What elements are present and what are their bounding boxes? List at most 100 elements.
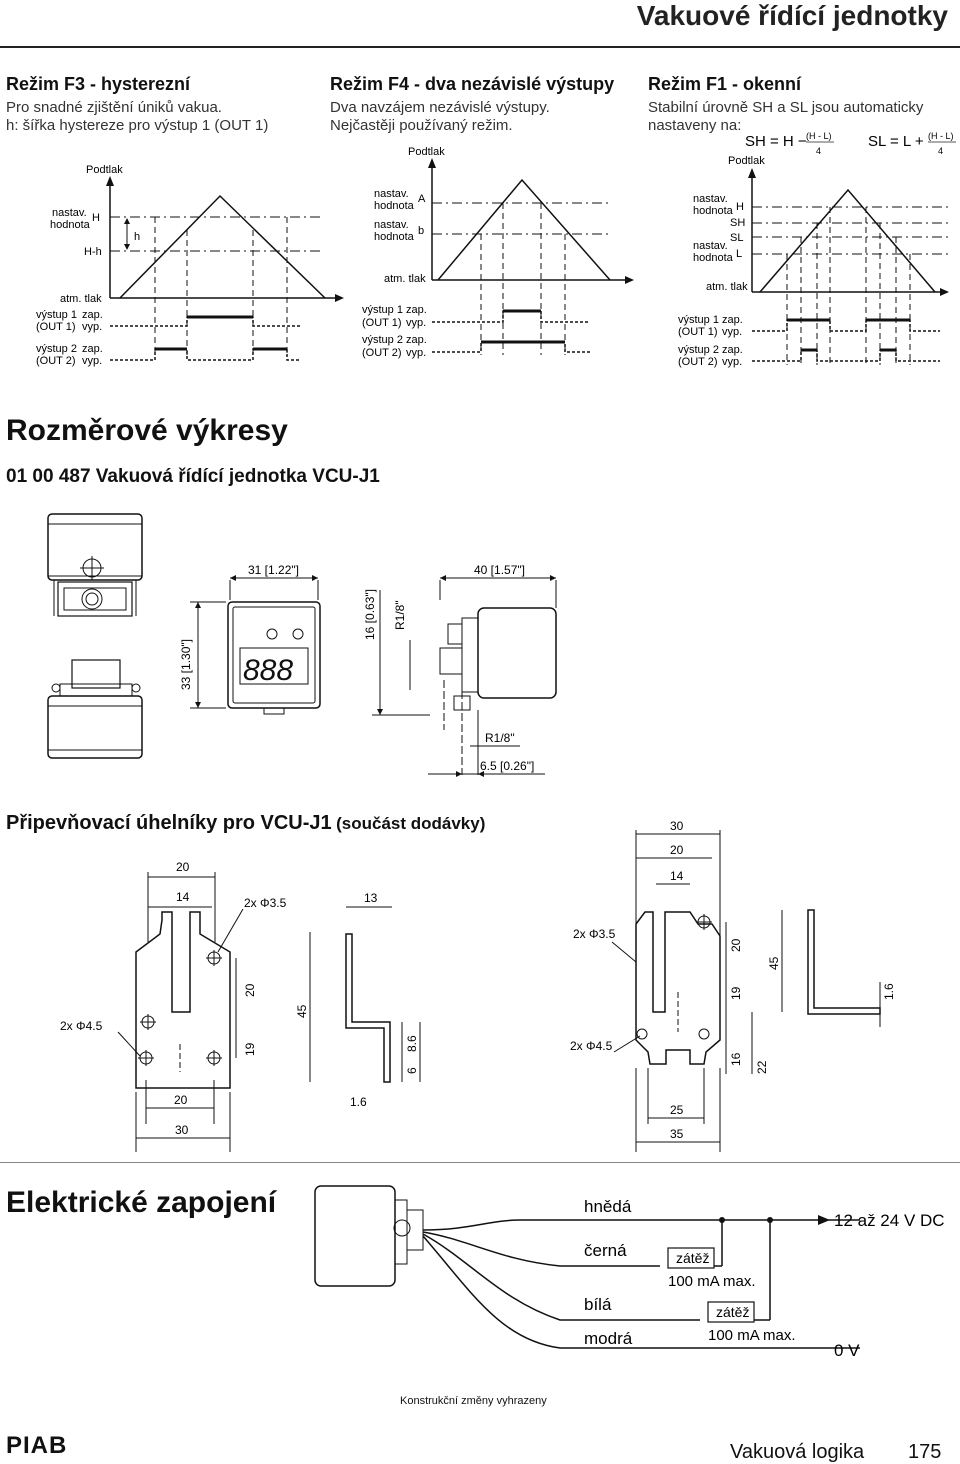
mode-f1-line1: Stabilní úrovně SH a SL jsou automaticky <box>648 99 924 116</box>
brackets-title: Připevňovací úhelníky pro VCU-J1 <box>6 812 332 834</box>
formula-sl-den: 4 <box>938 146 943 156</box>
f3-Hh-label: H-h <box>84 246 102 258</box>
mode-f3-line2: h: šířka hystereze pro výstup 1 (OUT 1) <box>6 117 269 134</box>
f3-vyp2: vyp. <box>82 355 102 367</box>
f3-h-label: h <box>134 231 140 243</box>
wire-blue: modrá <box>584 1329 633 1348</box>
b2-d45: 45 <box>767 956 781 970</box>
b1-hole1: 2x Φ3.5 <box>244 896 287 910</box>
wire-brown: hnědá <box>584 1197 632 1216</box>
f3-out1-label: výstup 1 <box>36 309 77 321</box>
b1-d16: 1.6 <box>350 1095 367 1109</box>
f1-SL-label: SL <box>730 232 743 244</box>
mode-f1-line2: nastaveny na: <box>648 117 742 134</box>
b2-d16: 16 <box>729 1052 743 1066</box>
b1-d14: 14 <box>176 890 190 904</box>
f4-out1-label: výstup 1 <box>362 304 403 316</box>
bracket2-front: 30 20 14 2x Φ3.5 2x Φ4.5 20 19 16 22 25 … <box>570 819 769 1152</box>
brackets-heading: Připevňovací úhelníky pro VCU-J1 (součás… <box>6 812 485 835</box>
b1-d30: 30 <box>175 1123 189 1137</box>
f4-vyp1: vyp. <box>406 317 426 329</box>
f3-out2-code: (OUT 2) <box>36 355 76 367</box>
f4-b-label: b <box>418 225 424 237</box>
dim-width: 31 [1.22"] <box>248 563 299 577</box>
piab-logo: PIAB <box>6 1432 68 1459</box>
footer-section: Vakuová logika <box>730 1441 865 1463</box>
wire-black: černá <box>584 1241 627 1260</box>
f1-atm-label: atm. tlak <box>706 281 748 293</box>
b2-d30: 30 <box>670 819 684 833</box>
f4-out1-code: (OUT 1) <box>362 317 402 329</box>
b2-d35: 35 <box>670 1127 684 1141</box>
f1-zap1: zap. <box>722 314 743 326</box>
b2-d20: 20 <box>670 843 684 857</box>
b2-d25: 25 <box>670 1103 684 1117</box>
page-title: Vakuové řídící jednotky <box>636 0 948 31</box>
load1-label: zátěž <box>676 1250 709 1266</box>
f1-out2-code: (OUT 2) <box>678 356 718 368</box>
f1-hodnota-l: hodnota <box>693 252 734 264</box>
f3-zap2: zap. <box>82 343 103 355</box>
f3-nastav-label: nastav. <box>52 207 87 219</box>
f1-nastav-l: nastav. <box>693 240 728 252</box>
mode-f4-line2: Nejčastěji používaný režim. <box>330 117 513 134</box>
dim-port: 16 [0.63"] <box>363 589 377 640</box>
formula-sh-num: (H - L) <box>806 131 832 141</box>
dim-r18-bottom: R1/8" <box>485 731 515 745</box>
f4-zap2: zap. <box>406 334 427 346</box>
mode-f4-title: Režim F4 - dva nezávislé výstupy <box>330 74 615 94</box>
f4-atm-label: atm. tlak <box>384 273 426 285</box>
b2-d22: 22 <box>755 1060 769 1074</box>
f1-out1-code: (OUT 1) <box>678 326 718 338</box>
mode-diagrams: SH = H − (H - L) 4 SL = L + (H - L) 4 Po… <box>36 131 956 368</box>
dim-height: 33 [1.30"] <box>179 639 193 690</box>
f1-H-label: H <box>736 201 744 213</box>
f1-diagram: Podtlak nastav. hodnota H SH SL nastav. … <box>678 155 950 368</box>
b1-d6: 6 <box>405 1067 419 1074</box>
bracket2-side: 45 1.6 <box>767 909 896 1027</box>
electrical-title: Elektrické zapojení <box>6 1186 277 1219</box>
mode-f4-line1: Dva navzájem nezávislé výstupy. <box>330 99 550 116</box>
f4-out2-label: výstup 2 <box>362 334 403 346</box>
b2-hole2: 2x Φ4.5 <box>570 1039 613 1053</box>
f3-out1-code: (OUT 1) <box>36 321 76 333</box>
f1-vyp1: vyp. <box>722 326 742 338</box>
f4-diagram: Podtlak nastav. hodnota A nastav. hodnot… <box>362 146 634 359</box>
f4-vyp2: vyp. <box>406 347 426 359</box>
formula-sh: SH = H − <box>745 133 807 150</box>
f1-out2-label: výstup 2 <box>678 344 719 356</box>
header-rule <box>0 46 960 48</box>
f4-out2-code: (OUT 2) <box>362 347 402 359</box>
formula-sl-num: (H - L) <box>928 131 954 141</box>
device-side-view: 16 [0.63"] R1/8" 40 [1.57"] R1/8" 6.5 [0… <box>363 563 557 777</box>
formula-sl: SL = L + <box>868 133 924 150</box>
wiring-diagram: hnědá černá bílá modrá zátěž 100 mA max.… <box>314 1185 945 1360</box>
mode-f3-line1: Pro snadné zjištění úniků vakua. <box>6 99 222 116</box>
b2-d19: 19 <box>729 986 743 1000</box>
f1-podtlak-label: Podtlak <box>728 155 765 167</box>
f1-L-label: L <box>736 248 742 260</box>
b1-d20b: 20 <box>174 1093 188 1107</box>
formula-sh-den: 4 <box>816 146 821 156</box>
dimension-drawings: 31 [1.22"] 888 33 [1.30"] 16 [0.63"] R1/… <box>47 513 557 777</box>
bracket1-front: 20 14 2x Φ3.5 2x Φ4.5 20 19 20 30 <box>60 860 287 1152</box>
f3-vyp1: vyp. <box>82 321 102 333</box>
b1-d19: 19 <box>243 1042 257 1056</box>
f3-hodnota-label: hodnota <box>50 219 91 231</box>
dim-depth: 40 [1.57"] <box>474 563 525 577</box>
b2-d16t: 1.6 <box>882 983 896 1000</box>
b1-d20v: 20 <box>243 983 257 997</box>
load1-max: 100 mA max. <box>668 1273 756 1290</box>
mode-f4-block: Režim F4 - dva nezávislé výstupy Dva nav… <box>330 74 640 135</box>
b1-d86: 8.6 <box>405 1035 419 1052</box>
b2-hole1: 2x Φ3.5 <box>573 927 616 941</box>
bracket1-side: 13 45 6 8.6 1.6 <box>295 891 421 1109</box>
load2-label: zátěž <box>716 1304 749 1320</box>
f3-podtlak-label: Podtlak <box>86 164 123 176</box>
b2-d14: 14 <box>670 869 684 883</box>
f4-zap1: zap. <box>406 304 427 316</box>
wire-white: bílá <box>584 1295 612 1314</box>
device-bottom-view <box>47 659 143 759</box>
section-divider <box>0 1162 960 1163</box>
b1-d20: 20 <box>176 860 190 874</box>
